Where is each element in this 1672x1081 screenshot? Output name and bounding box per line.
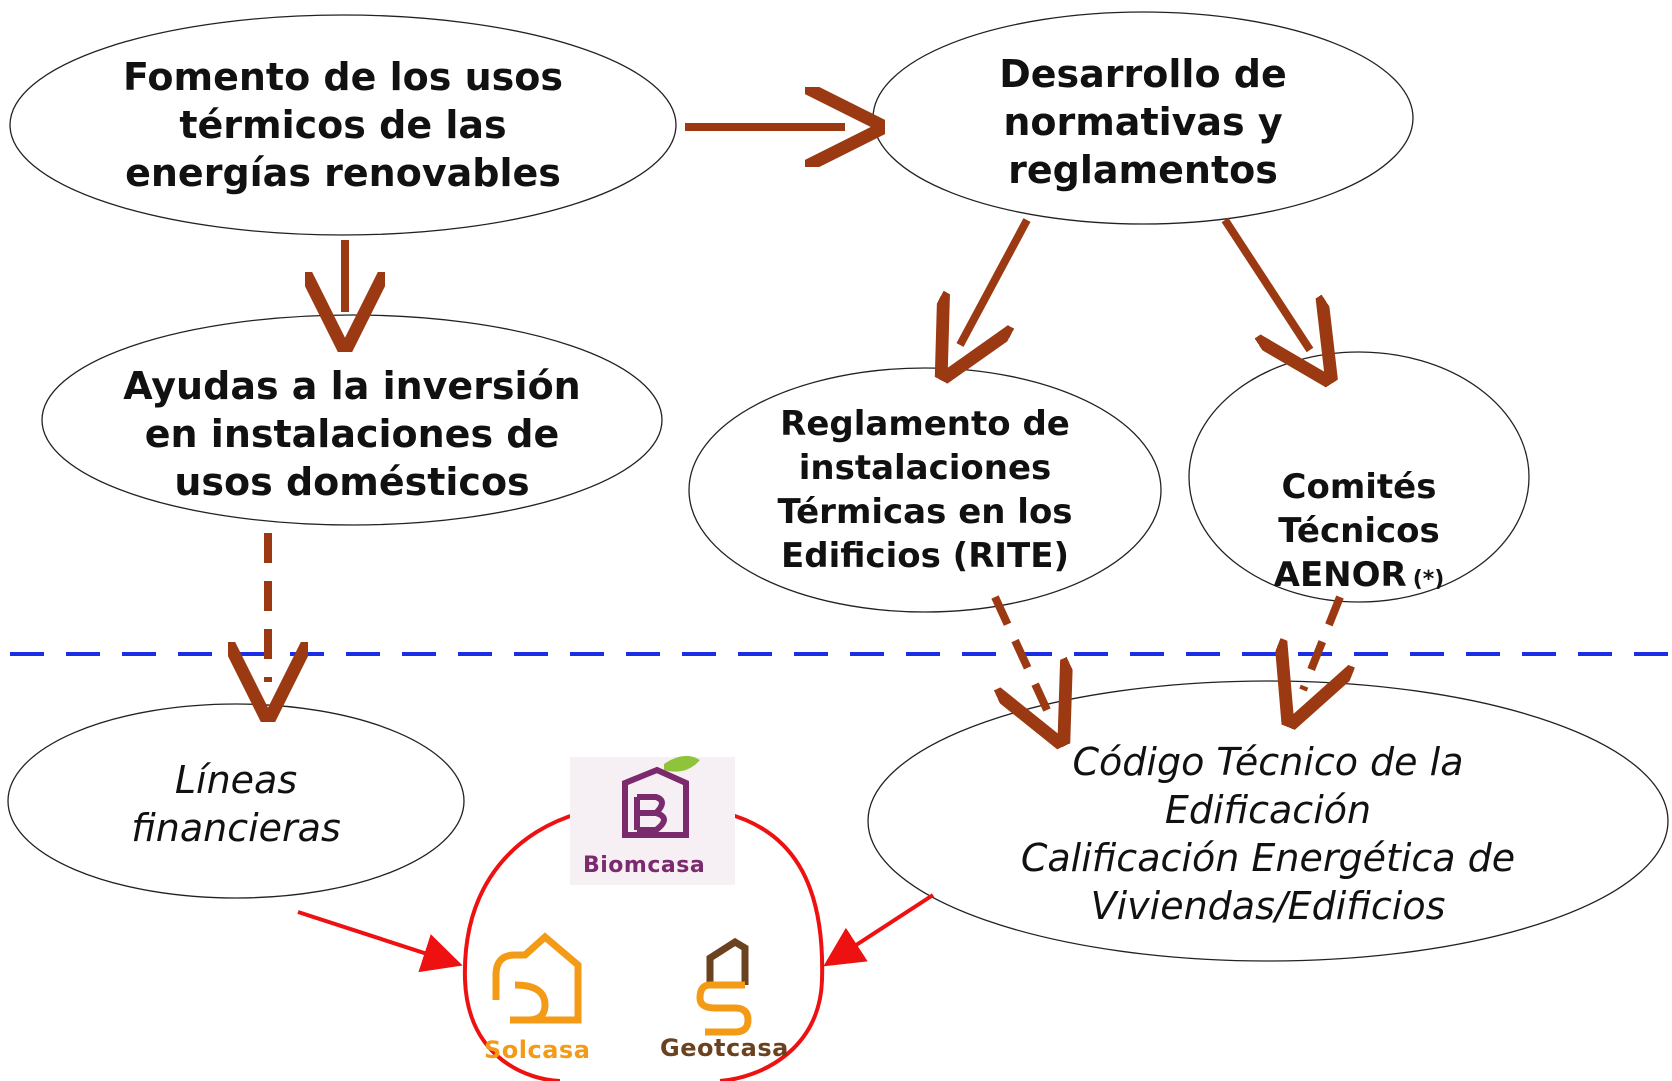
- solcasa-logo: [492, 932, 582, 1024]
- node-rite: Reglamento de instalaciones Térmicas en …: [777, 404, 1073, 576]
- arrow-desarrollo-to-rite: [960, 218, 1031, 345]
- node-ayudas: Ayudas a la inversión en instalaciones d…: [123, 364, 581, 504]
- node-desarrollo: Desarrollo de normativas y reglamentos: [999, 52, 1287, 192]
- arrow-desarrollo-to-comites: [1221, 217, 1310, 350]
- solcasa-label: Solcasa: [484, 1036, 591, 1064]
- geotcasa-label: Geotcasa: [660, 1034, 789, 1062]
- node-fomento: Fomento de los usos térmicos de las ener…: [122, 55, 564, 195]
- node-comites-label: Comités Técnicos AENOR: [1273, 467, 1440, 595]
- arrow-lineas-to-ring: [297, 910, 463, 973]
- node-comites-ellipse: [1188, 351, 1530, 603]
- node-fomento-ellipse: [9, 14, 677, 236]
- geotcasa-logo: [696, 937, 752, 1036]
- arrow-codigo-to-ring: [823, 893, 935, 967]
- node-rite-ellipse: [688, 367, 1162, 613]
- biomcasa-logo: [570, 755, 735, 885]
- node-lineas: Líneas financieras: [131, 758, 341, 850]
- node-codigo: Código Técnico de la Edificación Calific…: [1020, 740, 1516, 928]
- ring-right-arc: [719, 811, 825, 1081]
- biomcasa-label: Biomcasa: [583, 853, 706, 878]
- arrow-rite-to-codigo: [991, 595, 1047, 710]
- arrow-comites-to-codigo: [1303, 595, 1340, 690]
- ring-left-arc: [462, 811, 581, 1081]
- node-comites: Comités Técnicos AENOR(*): [1222, 421, 1496, 602]
- node-comites-note: (*): [1412, 567, 1445, 592]
